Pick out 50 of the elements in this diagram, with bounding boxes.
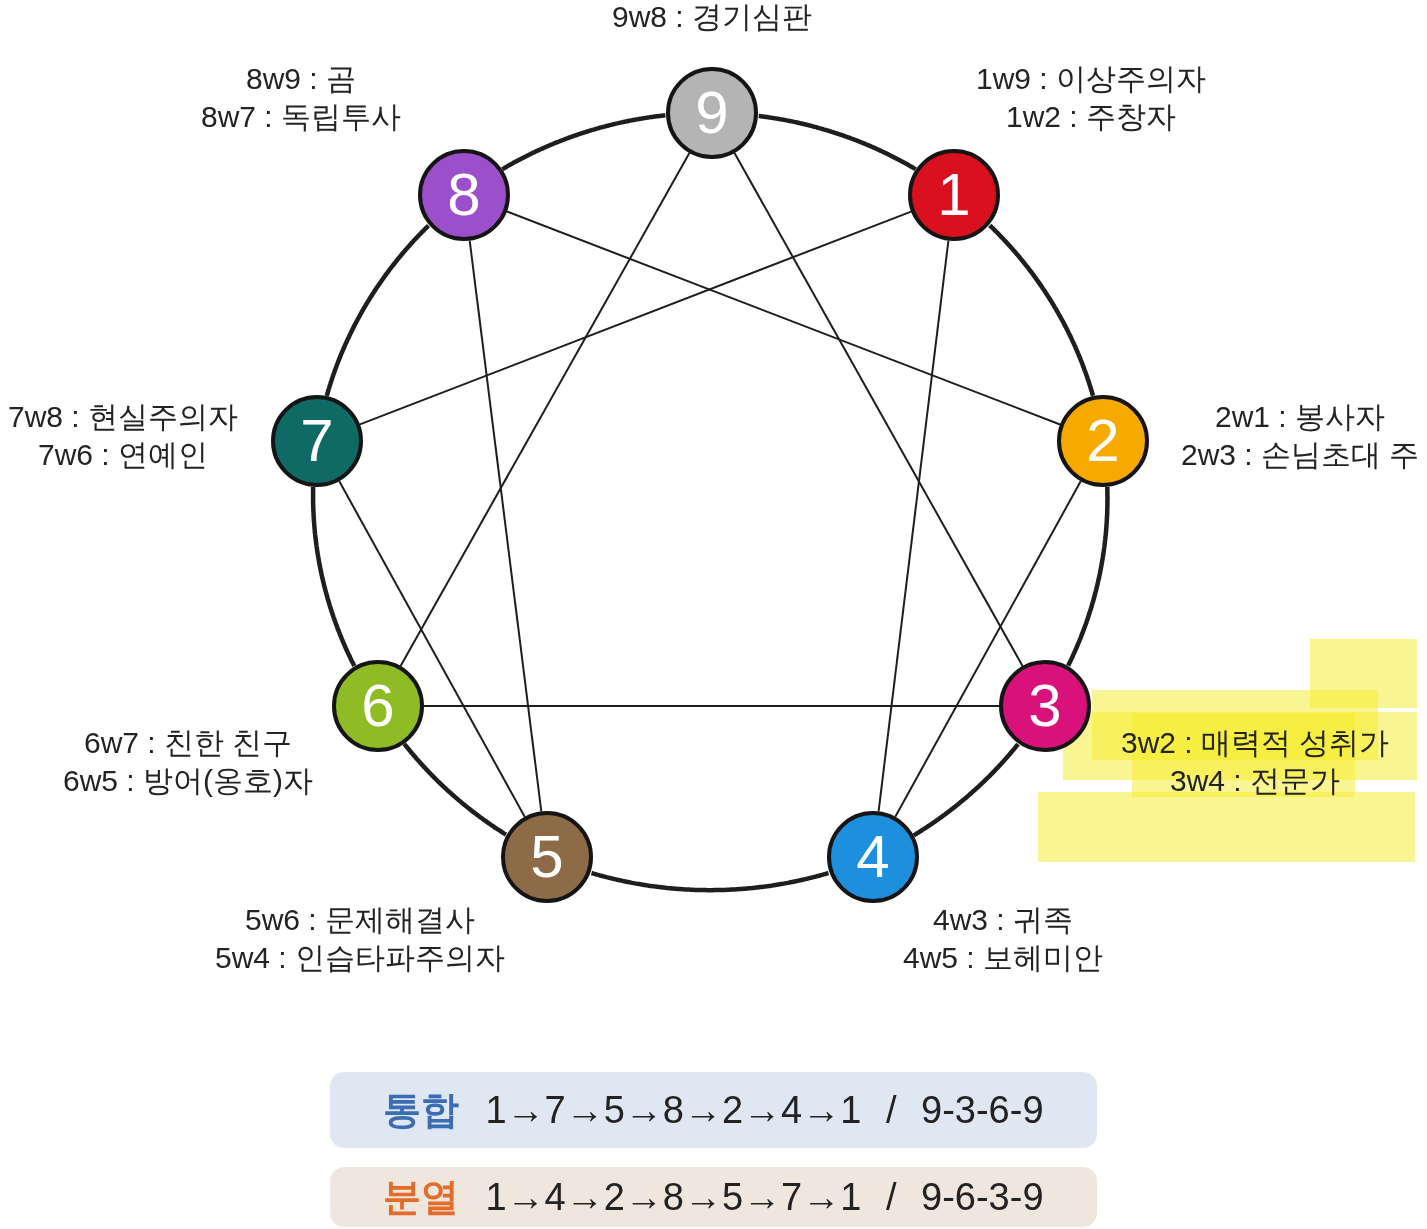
number-circle: 7 [271, 395, 363, 487]
ring-arc [324, 224, 431, 397]
number-circle: 3 [999, 660, 1091, 752]
connector-line [423, 705, 1000, 707]
wing-label: 8w9 : 곰 [246, 62, 357, 96]
connector-line [894, 480, 1082, 818]
bar-heading: 분열 [383, 1175, 460, 1219]
wing-label: 8w7 : 독립투사 [201, 100, 402, 134]
wing-label: 4w5 : 보헤미안 [903, 941, 1104, 975]
ring-arc [501, 113, 667, 172]
connector-line [505, 210, 1062, 426]
number-circle: 1 [908, 149, 1000, 241]
number-circle: 4 [827, 811, 919, 903]
wing-label: 5w6 : 문제해결사 [245, 903, 476, 937]
connector-line [338, 480, 526, 818]
wing-label: 5w4 : 인습타파주의자 [215, 941, 506, 975]
wing-label: 2w1 : 봉사자 [1215, 400, 1386, 434]
sequence-text: 1→7→5→8→2→4→1 / 9-3-6-9 [485, 1088, 1044, 1132]
wing-label: 2w3 : 손님초대 주 [1181, 438, 1420, 472]
connector-line [877, 239, 950, 813]
wing-label: 3w4 : 전문가 [1170, 764, 1341, 798]
ring-arc [988, 223, 1096, 397]
sequence-text: 1→4→2→8→5→7→1 / 9-6-3-9 [485, 1175, 1044, 1219]
connector-line [358, 210, 913, 426]
ring-arc [402, 742, 508, 837]
ring-arc [757, 113, 917, 172]
number-circle: 2 [1057, 395, 1149, 487]
wing-label: 7w8 : 현실주의자 [8, 400, 239, 434]
wing-label: 1w2 : 주창자 [1006, 100, 1177, 134]
connector-line [399, 152, 691, 667]
wing-label: 9w8 : 경기심판 [612, 0, 813, 34]
wing-label: 4w3 : 귀족 [933, 903, 1074, 937]
bar-heading: 통합 [383, 1088, 460, 1132]
wing-label: 6w5 : 방어(옹호)자 [63, 764, 314, 798]
number-circle: 9 [666, 67, 758, 159]
path-bar [330, 1167, 1097, 1227]
ring-arc [1066, 485, 1110, 667]
connector-line [733, 152, 1024, 667]
ring-arc [590, 870, 830, 893]
number-circle: 8 [418, 149, 510, 241]
number-circle: 5 [501, 811, 593, 903]
connector-line [468, 239, 543, 813]
wing-label: 7w6 : 연예인 [38, 438, 209, 472]
ring-arc [310, 486, 357, 668]
number-circle: 6 [332, 660, 424, 752]
wing-label: 3w2 : 매력적 성취가 [1121, 726, 1390, 760]
wing-label: 1w9 : 이상주의자 [976, 62, 1207, 96]
path-bar [330, 1072, 1097, 1148]
wing-label: 6w7 : 친한 친구 [84, 726, 293, 760]
ring-arc [912, 742, 1020, 838]
